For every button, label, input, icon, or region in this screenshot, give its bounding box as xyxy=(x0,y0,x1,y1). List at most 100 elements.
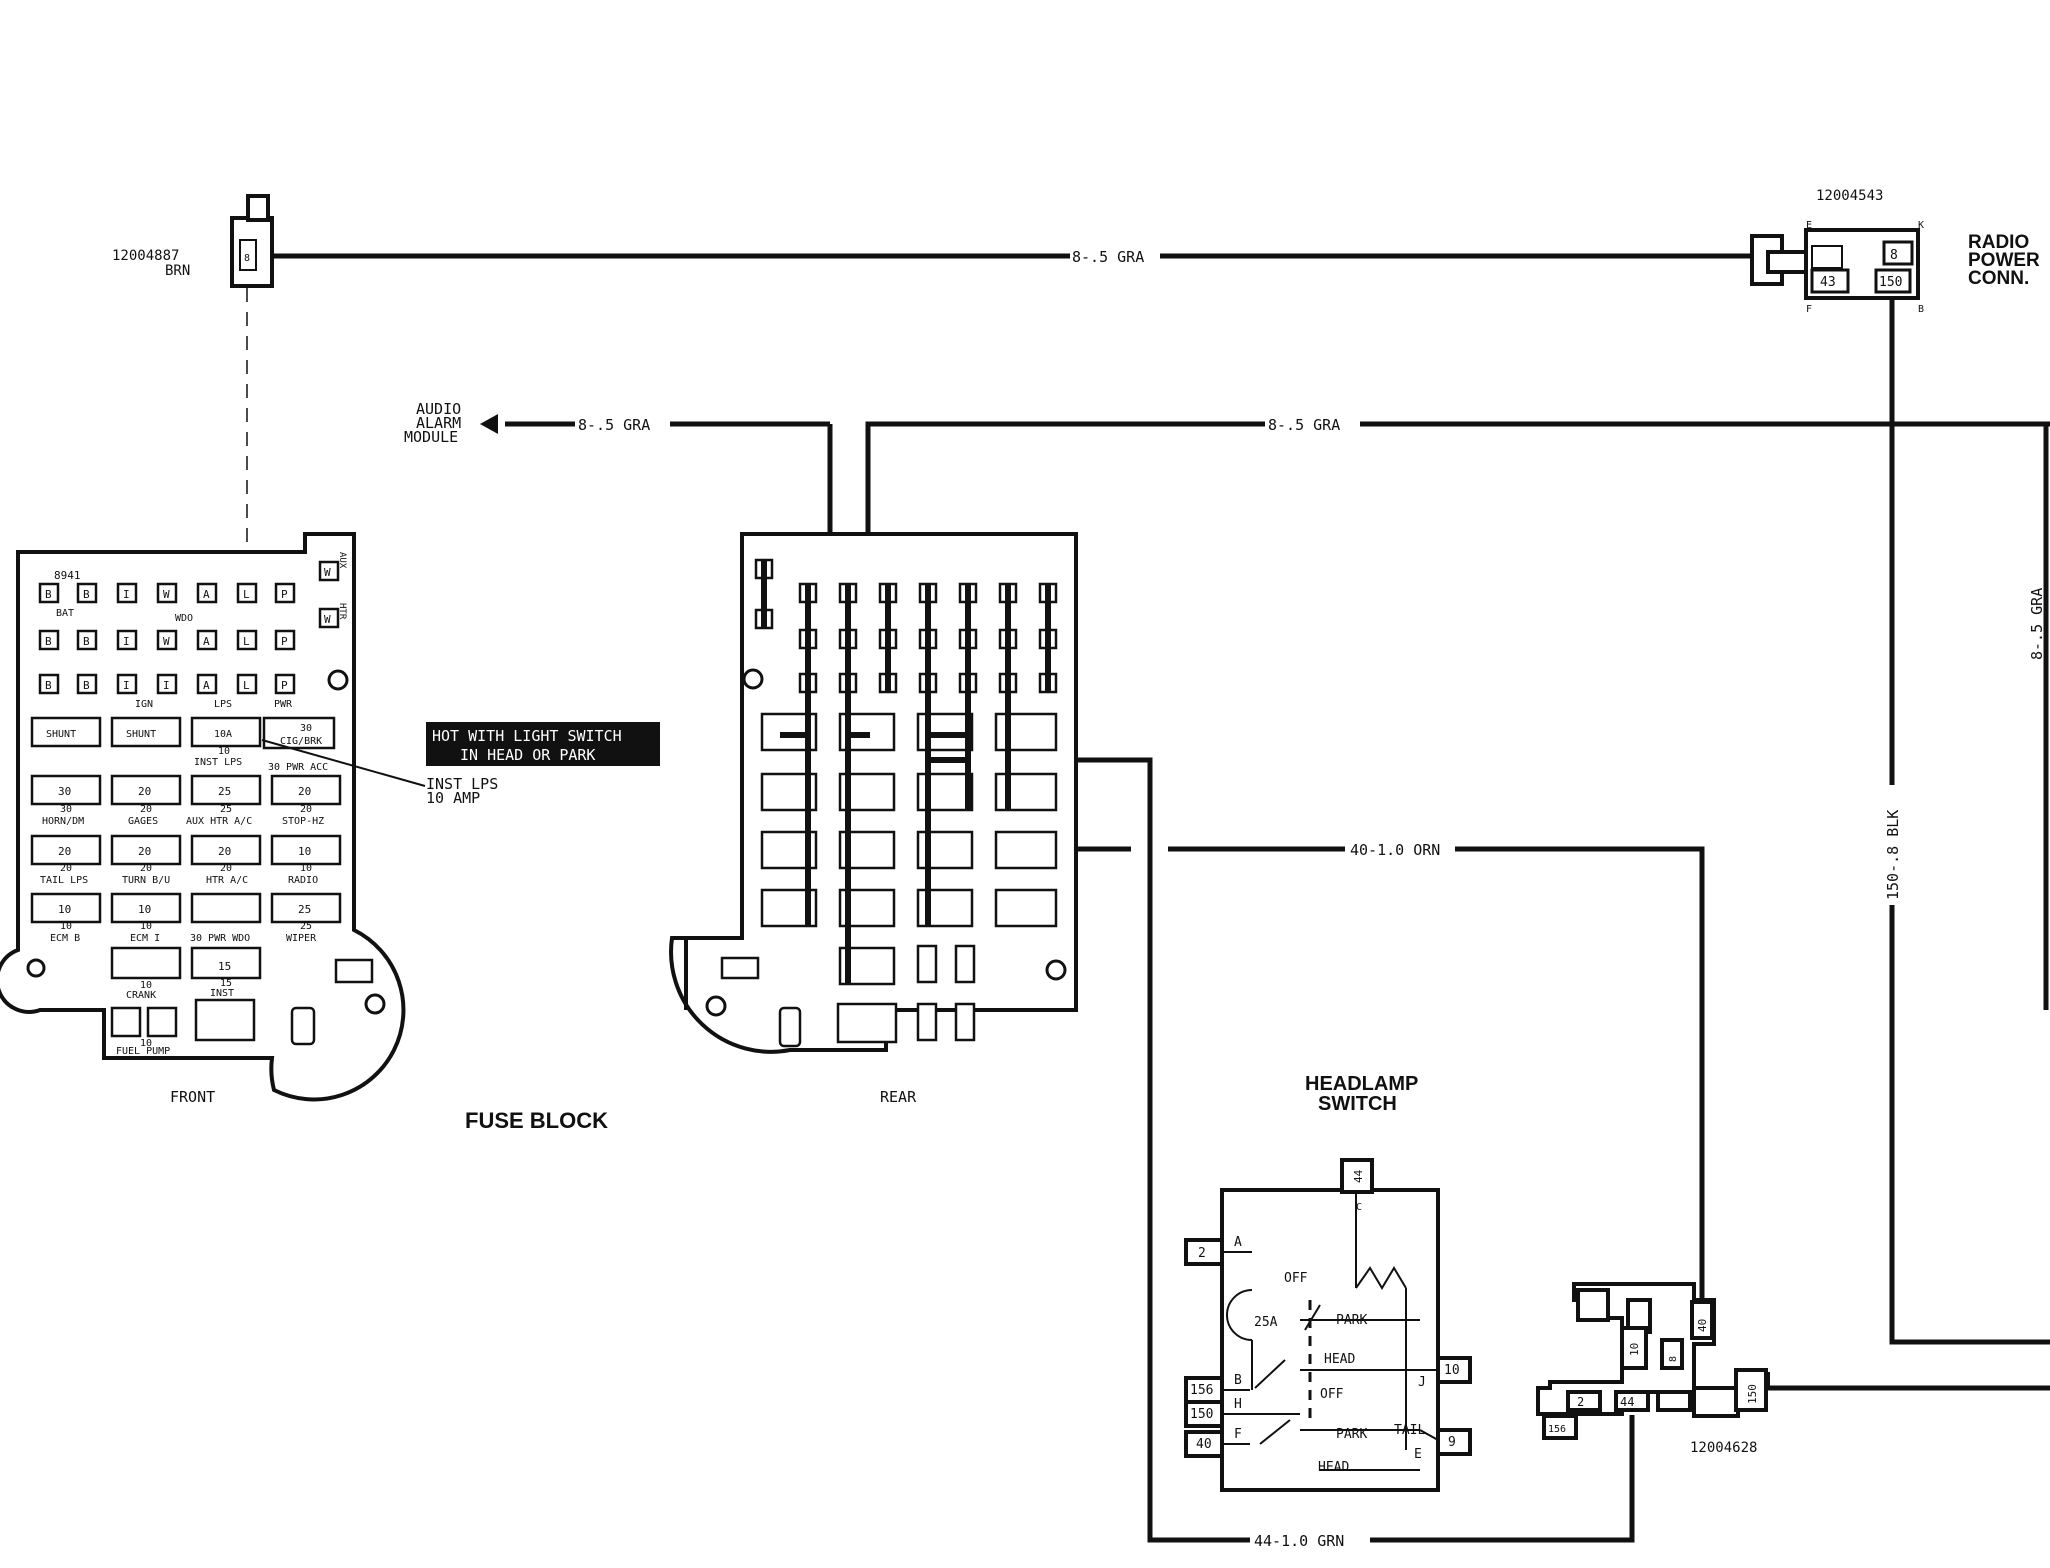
r2-name-3: STOP-HZ xyxy=(282,816,324,827)
wires xyxy=(272,253,2050,1543)
wire-label-mid: 8-.5 GRA xyxy=(1268,416,1340,434)
t3-5: L xyxy=(243,679,250,692)
headlamp-title-1: HEADLAMP xyxy=(1305,1073,1418,1095)
inst15-name: INST xyxy=(210,988,234,999)
rear-slot xyxy=(916,1002,938,1042)
connector-part-radio: 12004543 xyxy=(1816,188,1883,204)
hl-pin-150: 150 xyxy=(1190,1407,1213,1422)
fuel-sub: 10 xyxy=(140,1038,152,1049)
arrow-audio xyxy=(480,414,498,434)
t3-3: I xyxy=(163,679,170,692)
hl-letter-j: J xyxy=(1418,1375,1426,1390)
shunt-2: SHUNT xyxy=(126,729,156,740)
fuse-inst-lps: INST LPS xyxy=(194,757,242,768)
t1-6: P xyxy=(281,588,288,601)
fuse-30pwr: 30 PWR ACC xyxy=(268,762,328,773)
audio-module-2: ALARM xyxy=(416,414,461,432)
wire-grn xyxy=(1370,1415,1635,1543)
callout-2: 10 AMP xyxy=(426,789,480,807)
r4-name-1: ECM I xyxy=(130,933,160,944)
front-label: FRONT xyxy=(170,1088,215,1106)
r3-sub-1: 20 xyxy=(140,863,152,874)
radio-title-2: POWER xyxy=(1968,250,2040,271)
t3-0: B xyxy=(45,679,52,692)
bc-pin-44: 44 xyxy=(1620,1395,1634,1409)
hl-letter-h: H xyxy=(1234,1397,1242,1412)
connector-color-left: BRN xyxy=(165,263,190,279)
txt-wdo: WDO xyxy=(175,613,193,624)
r4-sub-3: 25 xyxy=(300,921,312,932)
connector-part-bottom: 12004628 xyxy=(1690,1440,1757,1456)
hl-pin-40: 40 xyxy=(1196,1437,1212,1452)
bc-pin-156: 156 xyxy=(1548,1424,1566,1435)
t2-5: L xyxy=(243,635,250,648)
t2-0: B xyxy=(45,635,52,648)
wire-orn xyxy=(1455,846,1705,1300)
fuse-slots xyxy=(30,716,374,1046)
rear-slot xyxy=(778,1006,802,1048)
hl-park1: PARK xyxy=(1336,1313,1367,1328)
r3-amp-0: 20 xyxy=(58,845,71,858)
crank: CRANK xyxy=(126,990,156,1001)
t1-4: A xyxy=(203,588,210,601)
fuse-part: 8941 xyxy=(54,569,81,582)
r4-amp-0: 10 xyxy=(58,903,71,916)
radio-pin-150: 150 xyxy=(1879,275,1902,290)
fuse-block-front xyxy=(0,532,406,1102)
rear-label: REAR xyxy=(880,1088,917,1106)
audio-module-1: AUDIO xyxy=(416,400,461,418)
r4-sub-1: 10 xyxy=(140,921,152,932)
rear-slot xyxy=(720,956,760,980)
wire-blk xyxy=(1889,905,2050,1345)
r4-amp-3: 25 xyxy=(298,903,311,916)
r2-sub-3: 20 xyxy=(300,804,312,815)
r2-sub-2: 25 xyxy=(220,804,232,815)
r3-amp-1: 20 xyxy=(138,845,151,858)
connector-pin-8: 8 xyxy=(244,253,250,264)
r2-sub-0: 30 xyxy=(60,804,72,815)
hl-park2: PARK xyxy=(1336,1427,1367,1442)
t1-3: W xyxy=(163,588,170,601)
connector-part-left: 12004887 xyxy=(112,248,179,264)
hl-letter-c: C xyxy=(1356,1202,1362,1213)
bc-pin-8: 8 xyxy=(1668,1356,1679,1362)
hl-tail: TAIL xyxy=(1394,1423,1425,1438)
t3-6: P xyxy=(281,679,288,692)
headlamp-title-2: SWITCH xyxy=(1318,1093,1397,1115)
r3-name-2: HTR A/C xyxy=(206,875,248,886)
hl-letter-a: A xyxy=(1234,1235,1242,1250)
crank-sub: 10 xyxy=(140,980,152,991)
r4-sub-0: 10 xyxy=(60,921,72,932)
hl-25a: 25A xyxy=(1254,1315,1278,1330)
bc-pin-150: 150 xyxy=(1746,1384,1759,1404)
t2-4: A xyxy=(203,635,210,648)
hl-pin-156: 156 xyxy=(1190,1383,1213,1398)
side-aux: AUX xyxy=(337,552,347,569)
side-pin xyxy=(318,607,340,629)
radio-pin-8: 8 xyxy=(1890,248,1898,263)
r2-name-1: GAGES xyxy=(128,816,158,827)
hot-note-box xyxy=(426,722,660,766)
t1-1: B xyxy=(83,588,90,601)
front-term-row3 xyxy=(38,673,296,695)
side-pin-1: W xyxy=(324,613,331,626)
mount-hole xyxy=(364,993,386,1015)
t3-2: I xyxy=(123,679,130,692)
front-term-row1 xyxy=(38,582,296,604)
r3-name-1: TURN B/U xyxy=(122,875,170,886)
fuse-10-inst: 10 xyxy=(218,746,230,757)
fuel: FUEL PUMP xyxy=(116,1046,170,1057)
hl-letter-e: E xyxy=(1414,1447,1422,1462)
t3-1: B xyxy=(83,679,90,692)
wire-label-orn: 40-1.0 ORN xyxy=(1350,841,1440,859)
wire-label-audio: 8-.5 GRA xyxy=(578,416,650,434)
connector-12004543 xyxy=(1750,228,1920,300)
mount-hole xyxy=(26,958,46,978)
callout-line xyxy=(261,739,426,787)
r4-name-0: ECM B xyxy=(50,933,80,944)
r3-sub-2: 20 xyxy=(220,863,232,874)
headlamp-internals xyxy=(1222,1190,1439,1471)
t2-3: W xyxy=(163,635,170,648)
txt-pwr: PWR xyxy=(274,699,293,710)
r3-amp-2: 20 xyxy=(218,845,231,858)
